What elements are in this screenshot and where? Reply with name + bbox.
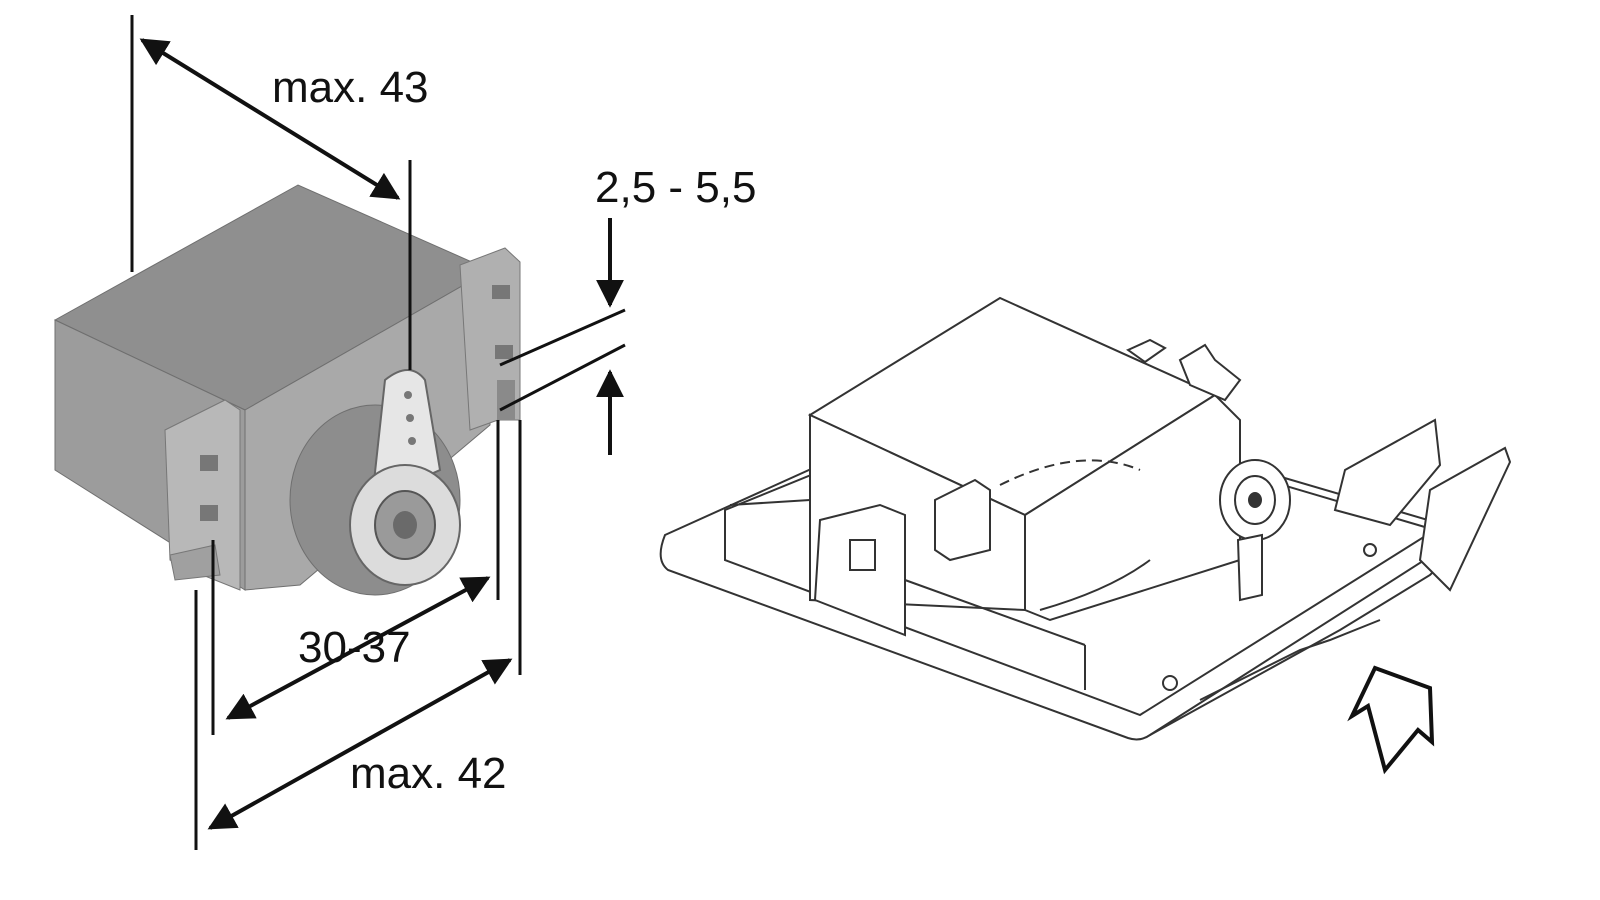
flange-tab xyxy=(497,380,515,420)
flange-foot xyxy=(169,544,221,581)
tray-hole xyxy=(1363,543,1377,557)
servo-flange xyxy=(934,478,991,562)
max-width-label: max. 43 xyxy=(272,63,429,112)
flange-slot xyxy=(200,505,218,521)
installed-horn-inner xyxy=(1234,475,1276,525)
servo-illustration xyxy=(53,184,521,596)
tray-wall-edge xyxy=(904,579,1086,646)
flange-slot xyxy=(495,345,513,359)
installed-horn-screw xyxy=(1248,492,1262,508)
dimension-max-43: max. 43 xyxy=(130,15,429,370)
shaft-offset-label: 2,5 - 5,5 xyxy=(595,163,756,212)
flange-slot xyxy=(200,455,218,471)
servo-flange xyxy=(1178,343,1242,402)
gear-housing-edge xyxy=(1039,559,1151,611)
servo-flange xyxy=(1125,338,1167,364)
up-right-outline-arrow-icon xyxy=(1347,665,1435,775)
tray-wall-edge xyxy=(729,499,811,506)
tray-fin xyxy=(1418,446,1512,592)
horn-hole xyxy=(408,437,416,445)
horn-hole xyxy=(406,414,414,422)
horn-hole xyxy=(404,391,412,399)
tray-skid-detail xyxy=(1199,619,1381,701)
extension-line xyxy=(499,308,626,367)
extension-line xyxy=(499,343,626,412)
dimension-shaft-offset: 2,5 - 5,5 xyxy=(499,163,756,455)
gear-housing-hidden-edge xyxy=(999,459,1141,486)
servo-mounting-tray-illustration xyxy=(659,296,1512,741)
mount-spacing-label: 30-37 xyxy=(298,623,411,672)
max-length-label: max. 42 xyxy=(350,749,507,798)
connector-detail xyxy=(849,539,876,571)
dimension-arrow xyxy=(139,38,401,200)
installed-horn-arm xyxy=(1236,533,1263,602)
tray-hole xyxy=(1162,675,1178,691)
tray-fin xyxy=(1333,418,1442,527)
flange-slot xyxy=(492,285,510,299)
horn-screw xyxy=(393,511,417,539)
dimension-arrow xyxy=(207,658,513,830)
dimension-max-42: max. 42 xyxy=(194,420,522,850)
